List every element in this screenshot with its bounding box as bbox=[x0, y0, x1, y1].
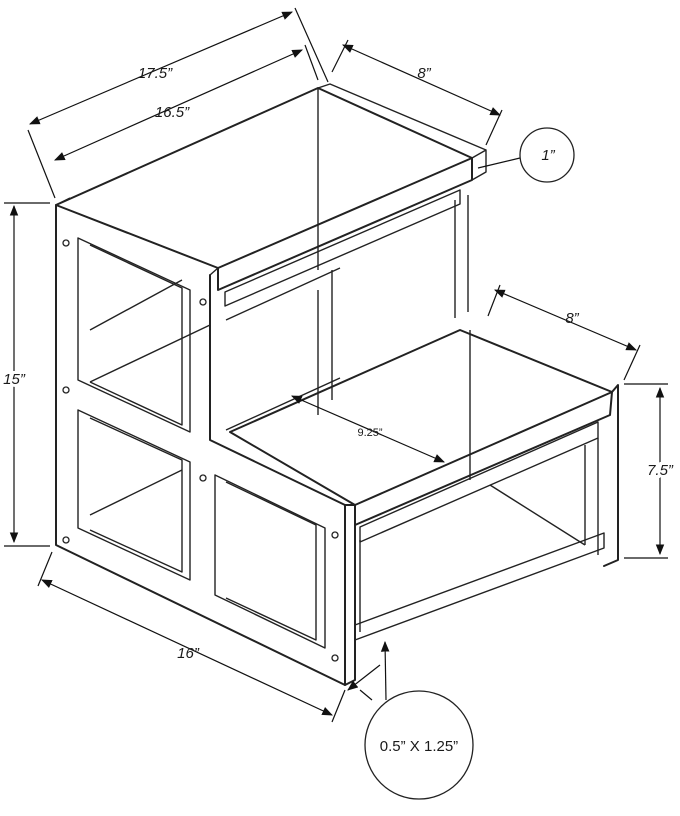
step-top-surface bbox=[229, 329, 613, 506]
dimension-label-step-8: 8” bbox=[565, 310, 579, 327]
dimension-top-thickness-callout: 1” bbox=[477, 127, 575, 183]
dimension-top-inner-width: 16.5” bbox=[54, 44, 319, 161]
dimension-total-height: 15” bbox=[0, 202, 50, 547]
dimension-label-top-8: 8” bbox=[417, 65, 431, 82]
lower-left-opening bbox=[77, 409, 191, 581]
upper-top-surface bbox=[55, 87, 473, 269]
dimension-label-16: 16” bbox=[177, 645, 200, 662]
left-side-frame bbox=[55, 204, 346, 686]
upper-left-opening bbox=[77, 237, 191, 433]
lower-right-opening bbox=[214, 474, 326, 649]
step-stool-drawing bbox=[55, 83, 619, 686]
dimension-base-width: 16” bbox=[37, 551, 346, 723]
dimension-label-1: 1” bbox=[541, 147, 555, 164]
dimension-label-leg-profile: 0.5” X 1.25” bbox=[380, 738, 458, 755]
dimension-leg-profile-callout: 0.5” X 1.25” bbox=[347, 640, 474, 800]
dimension-step-height: 7.5” bbox=[624, 383, 677, 559]
upper-apron bbox=[224, 189, 461, 307]
upper-top-thickness bbox=[217, 157, 473, 291]
dimension-label-15: 15” bbox=[3, 371, 26, 388]
dimension-step-width: 9.25” bbox=[291, 395, 445, 463]
dimension-label-16-5: 16.5” bbox=[155, 104, 190, 121]
dimension-label-7-5: 7.5” bbox=[647, 462, 674, 479]
bottom-stretcher bbox=[354, 532, 605, 641]
dimension-top-depth: 8” bbox=[331, 39, 503, 146]
dimension-label-17-5: 17.5” bbox=[138, 65, 173, 82]
step-thickness bbox=[354, 391, 613, 526]
dimension-label-9-25: 9.25” bbox=[357, 427, 382, 439]
dimension-step-depth: 8” bbox=[487, 284, 641, 381]
